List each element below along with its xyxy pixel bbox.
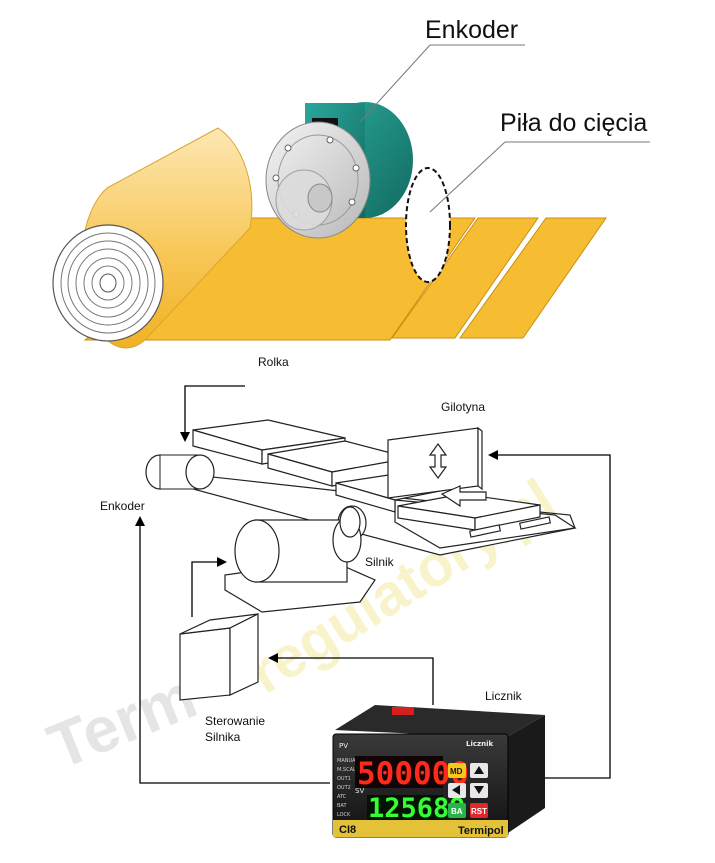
- indicator-out1: OUT1: [337, 776, 351, 782]
- guillotine-blade: [387, 427, 479, 499]
- motor-controller-front: [179, 627, 231, 701]
- guillotine-blade-edge: [477, 426, 483, 491]
- device-title: Licznik: [466, 740, 493, 748]
- sv-display-window: [367, 795, 443, 820]
- guillotine-label: Gilotyna: [441, 400, 485, 414]
- roll-label: Rolka: [258, 355, 289, 369]
- indicator-manual: MANUAL: [337, 758, 359, 764]
- device-housing-side: [505, 715, 545, 835]
- rst-button[interactable]: [470, 803, 488, 818]
- roll-end-icon: [52, 224, 164, 342]
- saw-blade-icon: [405, 167, 451, 283]
- motor-control-label-line1: Sterowanie: [205, 714, 265, 728]
- counter-to-guillotine-arrow: [488, 450, 611, 779]
- connection-lines: [135, 385, 611, 784]
- pv-label: PV: [339, 742, 348, 750]
- ba-button-label: BA: [451, 807, 463, 816]
- device-brand: Termipol: [458, 825, 504, 837]
- bottom-schematic: [145, 419, 577, 701]
- up-arrow-icon: [474, 766, 484, 774]
- base-slot-2: [518, 516, 552, 530]
- ba-button[interactable]: [448, 803, 466, 818]
- rst-button-label: RST: [471, 807, 487, 816]
- roller-left-end: [185, 454, 215, 490]
- device-housing-top: [335, 705, 545, 738]
- base-slot-1: [468, 524, 502, 538]
- roll-pointer-arrow: [180, 385, 245, 442]
- motor-controller-side: [229, 613, 259, 696]
- indicator-mscal: M.SCAL: [337, 767, 356, 773]
- indicator-list: MANUAL M.SCAL OUT1 OUT2 ATC BAT LOCK: [337, 758, 359, 818]
- sv-label: SV: [355, 787, 364, 795]
- indicator-out2: OUT2: [337, 785, 351, 791]
- motor-label: Silnik: [365, 555, 395, 569]
- saw-leader-line: [429, 141, 506, 213]
- encoder-bottom-label: Enkoder: [100, 499, 145, 513]
- top-illustration: Enkoder Piła do cięcia: [52, 16, 650, 349]
- device-terminal-red: [392, 707, 414, 715]
- motor-front: [234, 519, 280, 583]
- left-arrow-icon: [452, 785, 460, 795]
- controller-to-motor-arrow: [191, 557, 227, 617]
- encoder-icon: [265, 102, 413, 239]
- counter-device: CI8 Termipol Licznik PV SV MANUAL M.SCAL…: [332, 705, 545, 838]
- device-bottom-strip: [333, 820, 508, 837]
- md-button-label: MD: [450, 767, 463, 776]
- encoder-label: Enkoder: [425, 16, 518, 44]
- md-button[interactable]: [448, 763, 466, 778]
- up-down-arrow-icon: [428, 442, 448, 480]
- motor-control-label-line2: Silnika: [205, 730, 241, 744]
- pv-display-window: [355, 756, 443, 788]
- motor-shaft: [339, 506, 361, 538]
- counter-to-controller-arrow: [268, 653, 434, 705]
- indicator-atc: ATC: [337, 794, 347, 800]
- encoder-leader-line: [359, 44, 431, 123]
- down-arrow-icon: [474, 786, 484, 794]
- encoder-signal-arrow: [135, 516, 330, 784]
- material-cut-piece-2: [459, 217, 607, 339]
- indicator-lock: LOCK: [337, 812, 351, 818]
- conveyor-box-4-front: [474, 504, 541, 531]
- device-model: CI8: [339, 824, 356, 836]
- conveyor-box-3-side: [335, 482, 396, 513]
- indicator-bat: BAT: [337, 803, 347, 809]
- counter-label: Licznik: [485, 689, 523, 703]
- saw-label: Piła do cięcia: [500, 109, 647, 137]
- material-cut-piece-1: [391, 217, 539, 339]
- feed-arrow-icon: [440, 485, 487, 508]
